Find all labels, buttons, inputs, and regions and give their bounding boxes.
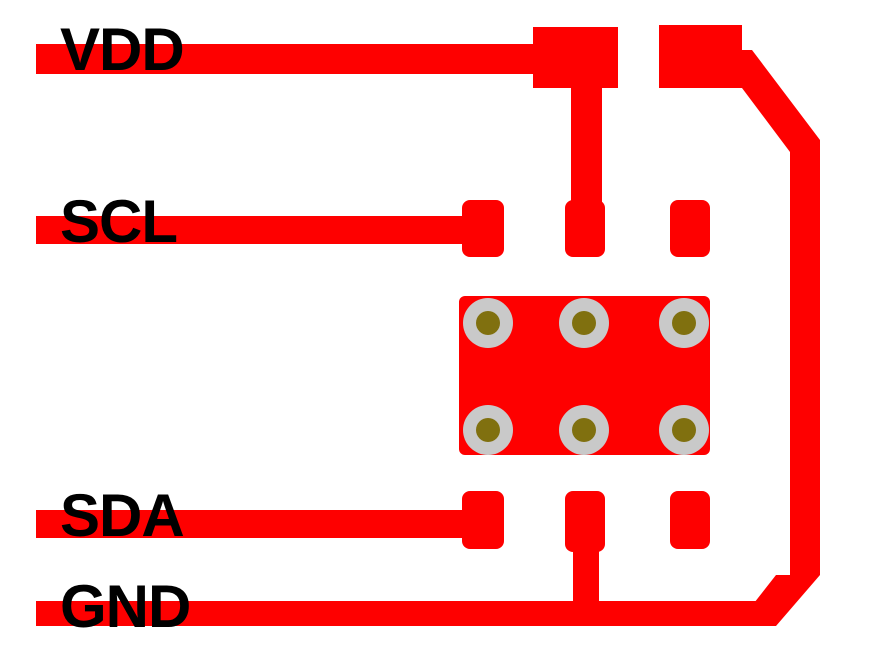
trace-scl [36, 216, 468, 244]
net-label-gnd: GND [60, 573, 191, 640]
via-drill [476, 311, 500, 335]
pad-sda-left[interactable] [462, 491, 504, 549]
gnd-chamfer-bottom [736, 175, 820, 626]
pad-scl-mid[interactable] [565, 200, 605, 257]
pad-sda-mid[interactable] [565, 491, 605, 552]
stub-vdd-to-scl-mid [571, 80, 602, 206]
net-label-scl: SCL [60, 188, 178, 255]
via-drill [572, 418, 596, 442]
via-drill [572, 311, 596, 335]
via-ring[interactable] [463, 405, 513, 455]
net-label-sda: SDA [60, 482, 185, 549]
pad-scl-left[interactable] [462, 200, 504, 257]
trace-sda [36, 510, 468, 538]
via-drill [476, 418, 500, 442]
gnd-chamfer-top [742, 50, 820, 175]
pad-scl-right[interactable] [670, 200, 710, 257]
trace-gnd [36, 601, 776, 626]
via-ring[interactable] [659, 405, 709, 455]
via-ring[interactable] [659, 298, 709, 348]
trace-vdd [36, 44, 536, 74]
net-label-vdd: VDD [60, 16, 185, 83]
via-ring[interactable] [559, 405, 609, 455]
pad-vdd-main[interactable] [533, 27, 618, 88]
via-drill [672, 418, 696, 442]
via-ring[interactable] [463, 298, 513, 348]
via-ring[interactable] [559, 298, 609, 348]
pad-gnd-corner[interactable] [659, 25, 742, 88]
via-drill [672, 311, 696, 335]
pad-sda-right[interactable] [670, 491, 710, 549]
via-field[interactable] [459, 296, 710, 455]
stub-sda-mid-to-gnd [573, 545, 599, 607]
